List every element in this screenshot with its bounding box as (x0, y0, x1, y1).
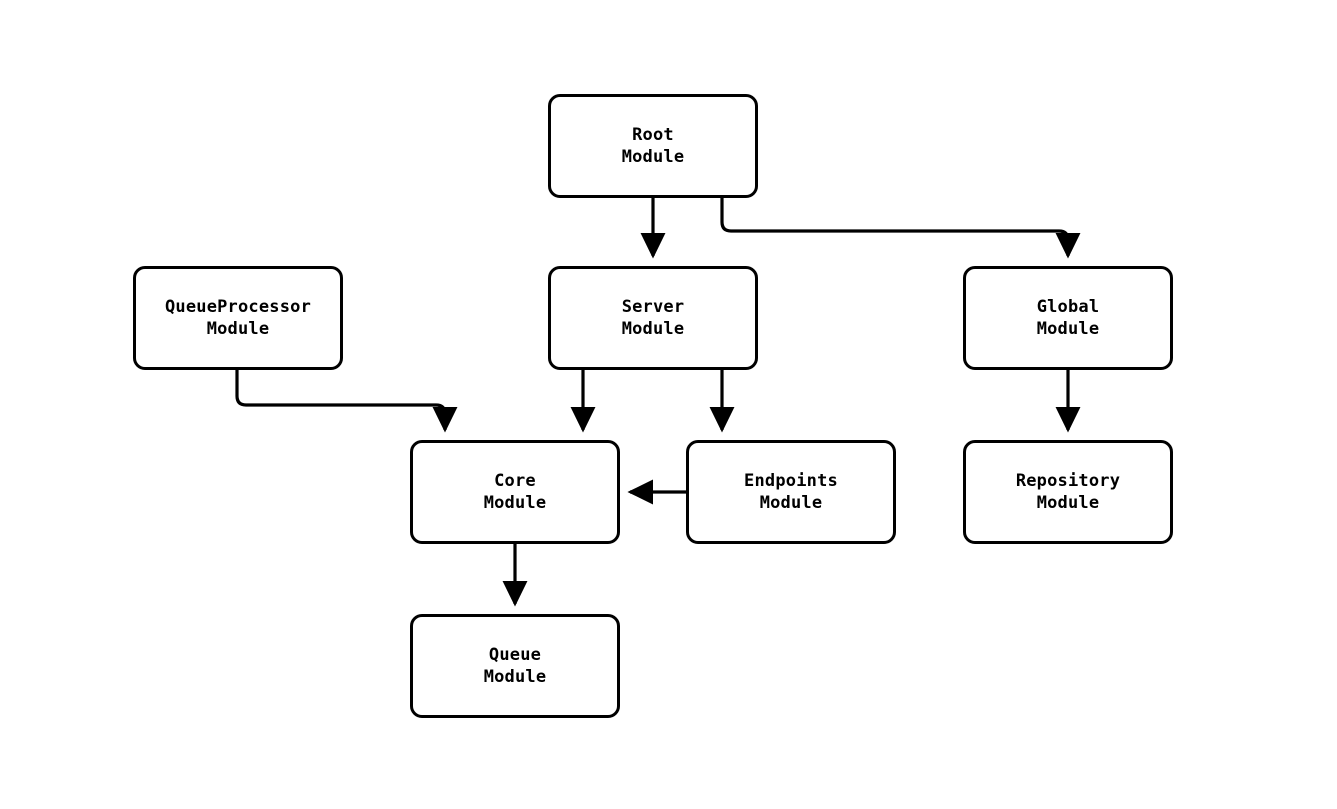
node-core-module[interactable]: Core Module (410, 440, 620, 544)
node-global-module-label: Global Module (1036, 297, 1100, 339)
edge-root-to-global (720, 198, 1081, 259)
node-server-module-label: Server Module (621, 297, 685, 339)
node-root-module-label: Root Module (621, 125, 685, 167)
node-repository-module[interactable]: Repository Module (963, 440, 1173, 544)
node-server-module[interactable]: Server Module (548, 266, 758, 370)
node-queueprocessor-module[interactable]: QueueProcessor Module (133, 266, 343, 370)
node-core-module-label: Core Module (483, 471, 547, 513)
node-queueprocessor-module-label: QueueProcessor Module (164, 297, 312, 339)
node-queue-module[interactable]: Queue Module (410, 614, 620, 718)
node-endpoints-module-label: Endpoints Module (744, 471, 838, 513)
node-endpoints-module[interactable]: Endpoints Module (686, 440, 896, 544)
node-queue-module-label: Queue Module (483, 645, 547, 687)
edge-queueprocessor-to-core (235, 370, 458, 433)
node-global-module[interactable]: Global Module (963, 266, 1173, 370)
node-repository-module-label: Repository Module (1015, 471, 1121, 513)
node-root-module[interactable]: Root Module (548, 94, 758, 198)
